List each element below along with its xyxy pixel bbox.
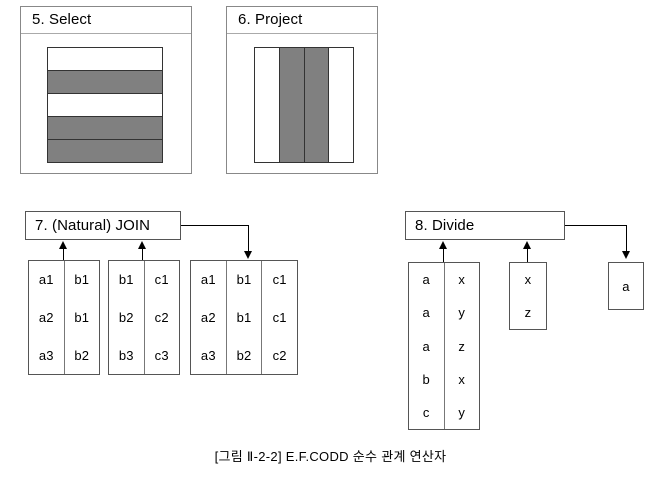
join-connector-input1-arrowhead xyxy=(59,241,67,249)
divide-connector-input2-arrowhead xyxy=(523,241,531,249)
relation-cell: a xyxy=(422,305,430,321)
project-stripe-1 xyxy=(255,48,280,162)
divide-connector-output-vline xyxy=(626,225,627,252)
relation-cell: x xyxy=(458,272,466,288)
join-connector-output-vline xyxy=(248,225,249,252)
relation-column: b1 b1 b2 xyxy=(65,261,100,374)
relation-cell: b2 xyxy=(74,347,90,363)
relation-cell: b2 xyxy=(118,310,134,325)
relation-cell: x xyxy=(458,371,466,387)
project-stripe-2 xyxy=(279,48,305,162)
relation-cell: a2 xyxy=(38,310,54,325)
divide-connector-input1-arrowhead xyxy=(439,241,447,249)
relation-cell: a2 xyxy=(200,310,216,325)
relation-cell: y xyxy=(458,305,466,321)
relation-column: x z xyxy=(510,263,546,329)
project-stripe-4 xyxy=(329,48,353,162)
relation-column: c1 c2 c3 xyxy=(145,261,180,374)
relation-table-join-output: a1 a2 a3 b1 b1 b2 c1 c1 c2 xyxy=(190,260,298,375)
relation-column: a xyxy=(609,263,643,309)
relation-column: a1 a2 a3 xyxy=(191,261,227,374)
relation-cell: c2 xyxy=(272,347,287,363)
relation-cell: c xyxy=(422,404,430,420)
divide-connector-output-hline xyxy=(565,225,627,226)
relation-cell: c1 xyxy=(154,272,169,288)
join-connector-output-arrowhead xyxy=(244,251,252,259)
relation-cell: x xyxy=(524,272,532,287)
relation-column: a a a b c xyxy=(409,263,445,429)
relation-cell: y xyxy=(458,404,466,420)
relation-cell: c1 xyxy=(272,272,287,288)
panel-project: 6. Project xyxy=(226,6,378,174)
relation-cell: c1 xyxy=(272,310,287,325)
relation-column: x y z x y xyxy=(445,263,480,429)
operator-label-join: 7. (Natural) JOIN xyxy=(25,211,181,240)
divide-connector-output-arrowhead xyxy=(622,251,630,259)
figure-caption: [그림 Ⅱ-2-2] E.F.CODD 순수 관계 연산자 xyxy=(214,449,447,464)
join-connector-output-hline xyxy=(181,225,249,226)
relation-cell: a3 xyxy=(200,347,216,363)
relation-cell: b1 xyxy=(236,310,252,325)
relation-cell: z xyxy=(524,305,532,320)
relation-cell: c2 xyxy=(154,310,169,325)
relation-cell: b1 xyxy=(74,272,90,288)
panel-select: 5. Select xyxy=(20,6,192,174)
select-band-1 xyxy=(48,48,162,71)
relation-table-join-input-1: a1 a2 a3 b1 b1 b2 xyxy=(28,260,100,375)
relation-table-divide-output: a xyxy=(608,262,644,310)
relation-cell: b1 xyxy=(236,272,252,288)
select-band-5 xyxy=(48,140,162,162)
operator-label-divide: 8. Divide xyxy=(405,211,565,240)
join-connector-input2-arrowhead xyxy=(138,241,146,249)
relation-column: b1 b2 b3 xyxy=(109,261,145,374)
project-stripe-3 xyxy=(304,48,330,162)
select-band-4 xyxy=(48,117,162,140)
select-band-3 xyxy=(48,94,162,117)
relation-cell: a xyxy=(622,278,630,294)
relation-cell: b2 xyxy=(236,347,252,363)
panel-project-title: 6. Project xyxy=(227,7,377,34)
select-rows-figure xyxy=(47,47,163,163)
panel-select-body xyxy=(21,34,191,173)
relation-cell: b1 xyxy=(74,310,90,325)
relation-column: b1 b1 b2 xyxy=(227,261,263,374)
relation-cell: b xyxy=(422,371,430,387)
relation-cell: a3 xyxy=(38,347,54,363)
relation-cell: a1 xyxy=(200,272,216,288)
select-band-2 xyxy=(48,71,162,94)
relation-cell: z xyxy=(458,338,466,354)
relation-table-divide-input-1: a a a b c x y z x y xyxy=(408,262,480,430)
relation-cell: a xyxy=(422,338,430,354)
relation-cell: a1 xyxy=(38,272,54,288)
relation-table-join-input-2: b1 b2 b3 c1 c2 c3 xyxy=(108,260,180,375)
relation-table-divide-input-2: x z xyxy=(509,262,547,330)
project-columns-figure xyxy=(254,47,354,163)
relation-cell: b3 xyxy=(118,347,134,363)
panel-select-title: 5. Select xyxy=(21,7,191,34)
relation-column: c1 c1 c2 xyxy=(262,261,297,374)
relation-column: a1 a2 a3 xyxy=(29,261,65,374)
relation-cell: a xyxy=(422,272,430,288)
relation-cell: c3 xyxy=(154,347,169,363)
relation-cell: b1 xyxy=(118,272,134,288)
panel-project-body xyxy=(227,34,377,173)
